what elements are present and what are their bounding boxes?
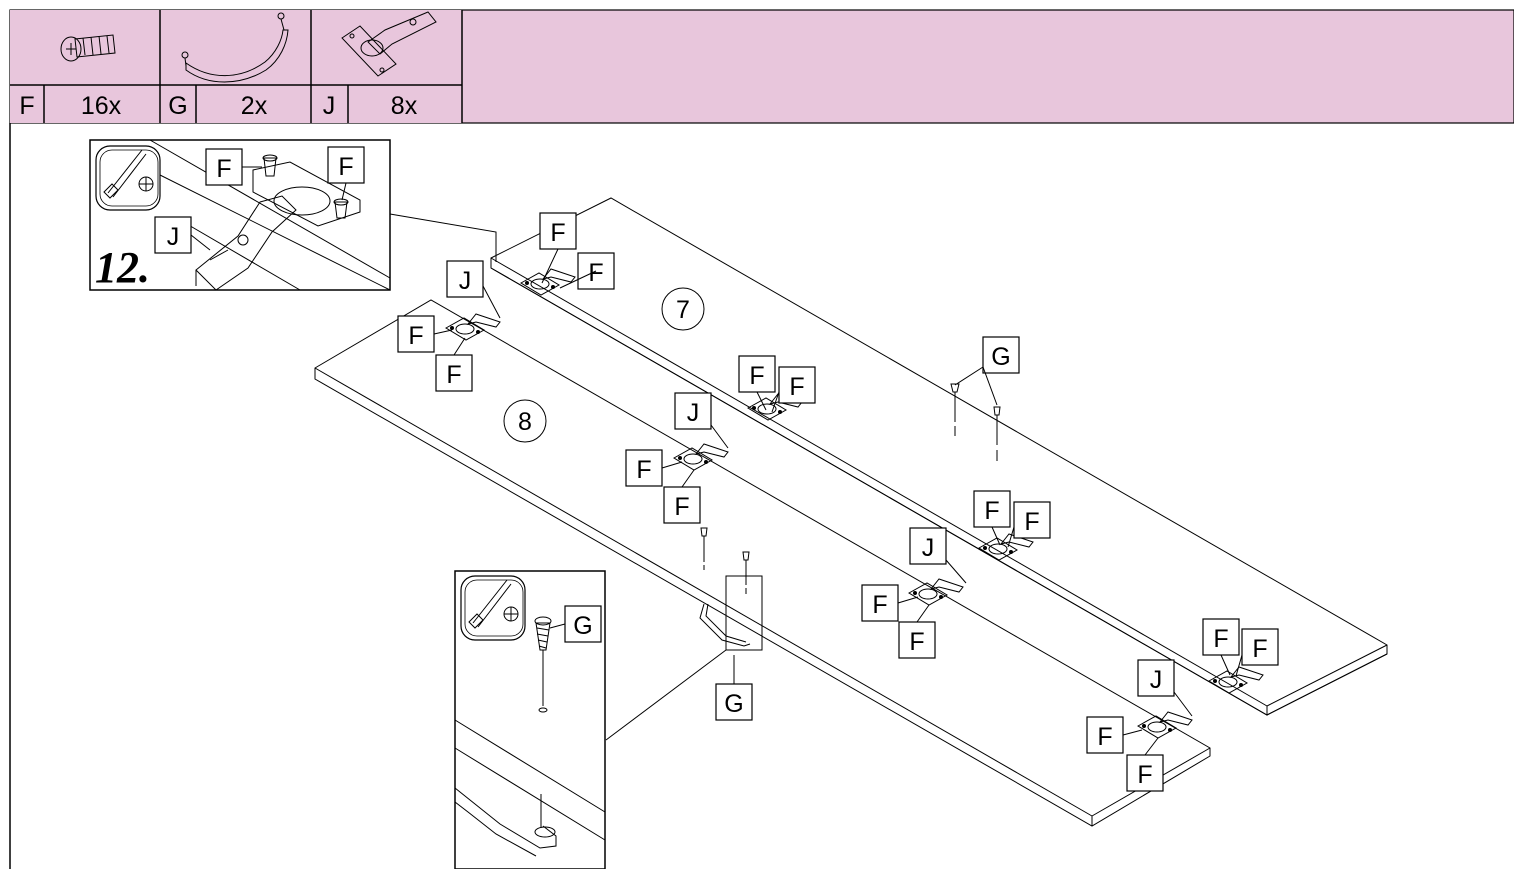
part-letter-j: J <box>323 92 336 120</box>
hinge-4-label-f4: F <box>1137 761 1152 789</box>
hinge-3-label-f2: F <box>1024 508 1039 536</box>
screwdriver-icon <box>95 145 161 211</box>
screw-icon <box>60 34 116 62</box>
hinge-part-4 <box>747 393 803 421</box>
detail-label-f2: F <box>338 153 353 181</box>
hinge-3-label-j: J <box>922 534 935 562</box>
panel-8 <box>314 299 1211 827</box>
part-qty-f: 16x <box>81 92 122 120</box>
hinge-4-label-f1: F <box>1213 625 1228 653</box>
handle-icon <box>181 12 289 83</box>
hinge-icon <box>341 11 437 77</box>
handle-top-label: G <box>991 343 1010 371</box>
part-letter-f: F <box>19 92 34 120</box>
detail-label-f1: F <box>216 155 231 183</box>
hinge-1-label-f2: F <box>588 259 603 287</box>
detail-handle: G <box>454 570 606 869</box>
hinge-2-label-j: J <box>687 399 700 427</box>
panel-7-marker <box>661 287 705 331</box>
hinge-2-label-f2: F <box>789 373 804 401</box>
hinge-4-label-f3: F <box>1097 723 1112 751</box>
hinge-part-5 <box>908 578 964 606</box>
part-qty-j: 8x <box>391 92 418 120</box>
hinge-1-label-f3: F <box>408 322 423 350</box>
hinge-3-label-f4: F <box>909 628 924 656</box>
hinge-1-label-j: J <box>459 267 472 295</box>
hinge-2-label-f4: F <box>674 493 689 521</box>
parts-header: F 16x G 2x J 8x <box>9 9 1514 124</box>
hinge-4-label-f2: F <box>1252 635 1267 663</box>
handle-screws-panel-7 <box>950 383 1001 461</box>
hinge-1-label-f4: F <box>446 361 461 389</box>
hinge-group <box>445 268 1264 739</box>
hinge-4-label-j: J <box>1150 666 1163 694</box>
hinge-2-label-f3: F <box>636 456 651 484</box>
hinge-part-6 <box>978 533 1034 561</box>
handle-bottom-label: G <box>724 690 743 718</box>
part-letter-g: G <box>168 92 187 120</box>
detail-step-12: F F J 12. <box>89 139 497 292</box>
handle-screws-panel-8 <box>605 527 763 741</box>
screwdriver-icon <box>460 575 526 641</box>
hinge-1-label-f1: F <box>550 219 565 247</box>
panel-7 <box>490 197 1388 716</box>
hinge-3-label-f1: F <box>984 497 999 525</box>
detail-handle-label: G <box>573 612 592 640</box>
panel-8-marker <box>503 399 547 443</box>
hinge-part-7 <box>1137 711 1193 739</box>
hinge-part-2 <box>520 268 576 296</box>
hinge-part-1 <box>445 313 501 341</box>
panel-8-number: 8 <box>518 408 532 436</box>
hinge-part-3 <box>673 443 729 471</box>
step-number: 12. <box>95 243 150 292</box>
callouts: F F J F F F F J F F F F J F F F F J F F … <box>397 212 1279 792</box>
detail-label-j: J <box>167 223 180 251</box>
panel-7-number: 7 <box>676 296 690 324</box>
hinge-2-label-f1: F <box>749 362 764 390</box>
hinge-3-label-f3: F <box>872 591 887 619</box>
part-qty-g: 2x <box>241 92 268 120</box>
